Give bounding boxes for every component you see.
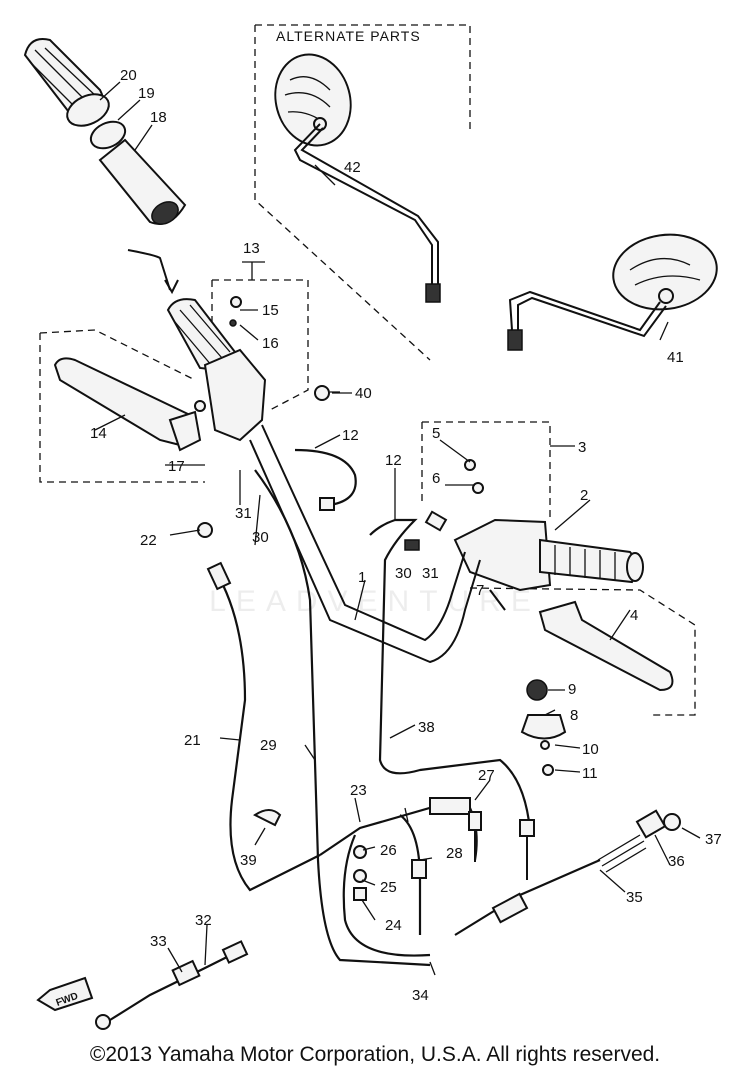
mirror-upper [274, 53, 441, 303]
right-throttle-grip [453, 459, 644, 611]
callout-26: 26 [380, 842, 397, 859]
callout-33: 33 [150, 933, 167, 950]
callout-17: 17 [168, 458, 185, 475]
callout-11: 11 [582, 765, 598, 782]
callout-8: 8 [570, 707, 578, 724]
callout-18: 18 [150, 109, 167, 126]
handlebar [249, 424, 481, 664]
callout-30-left: 30 [252, 529, 269, 546]
callout-7: 7 [476, 582, 484, 599]
callout-30-right: 30 [395, 565, 412, 582]
callout-20: 20 [120, 67, 137, 84]
callout-1: 1 [358, 569, 366, 586]
callout-3: 3 [578, 439, 586, 456]
callout-37: 37 [705, 831, 722, 848]
callout-10: 10 [582, 741, 599, 758]
callout-35: 35 [626, 889, 643, 906]
callout-22: 22 [140, 532, 157, 549]
callout-24: 24 [385, 917, 402, 934]
callout-15: 15 [262, 302, 279, 319]
callout-28: 28 [446, 845, 463, 862]
callout-6: 6 [432, 470, 440, 487]
callout-32: 32 [195, 912, 212, 929]
callout-9: 9 [568, 681, 576, 698]
alternate-parts-label: ALTERNATE PARTS [276, 28, 421, 44]
callout-38: 38 [418, 719, 435, 736]
alternate-parts-box: ALTERNATE PARTS [254, 24, 471, 361]
left-clutch-lever [53, 357, 202, 452]
callout-27: 27 [478, 767, 495, 784]
callout-29: 29 [260, 737, 277, 754]
callout-36: 36 [668, 853, 685, 870]
callout-42: 42 [344, 159, 361, 176]
callout-16: 16 [262, 335, 279, 352]
left-grip-assembly [23, 38, 187, 295]
leader-lines [94, 81, 701, 976]
callout-34: 34 [412, 987, 429, 1004]
callout-19: 19 [138, 85, 155, 102]
right-brake-lever [538, 600, 674, 692]
callout-41: 41 [667, 349, 684, 366]
callout-12-right: 12 [385, 452, 402, 469]
callout-31-right: 31 [422, 565, 439, 582]
watermark: LEADVENTURE [209, 585, 541, 618]
left-handlebar-grip [166, 296, 267, 442]
callout-4: 4 [630, 607, 638, 624]
callout-40: 40 [355, 385, 372, 402]
brake-switch-parts [520, 679, 567, 776]
callout-23: 23 [350, 782, 367, 799]
copyright-notice: ©2013 Yamaha Motor Corporation, U.S.A. A… [89, 1043, 661, 1066]
callout-14: 14 [90, 425, 107, 442]
callout-12-left: 12 [342, 427, 359, 444]
callout-31-left: 31 [235, 505, 252, 522]
callouts: 20 19 18 13 15 16 40 14 17 12 31 30 22 1… [90, 67, 722, 1004]
mirror-right [507, 233, 718, 351]
cable-fittings [95, 385, 681, 1030]
forward-arrow: FWD [36, 976, 94, 1012]
callout-25: 25 [380, 879, 397, 896]
callout-5: 5 [432, 425, 440, 442]
callout-39: 39 [240, 852, 257, 869]
callout-21: 21 [184, 732, 201, 749]
callout-2: 2 [580, 487, 588, 504]
callout-13: 13 [243, 240, 260, 257]
